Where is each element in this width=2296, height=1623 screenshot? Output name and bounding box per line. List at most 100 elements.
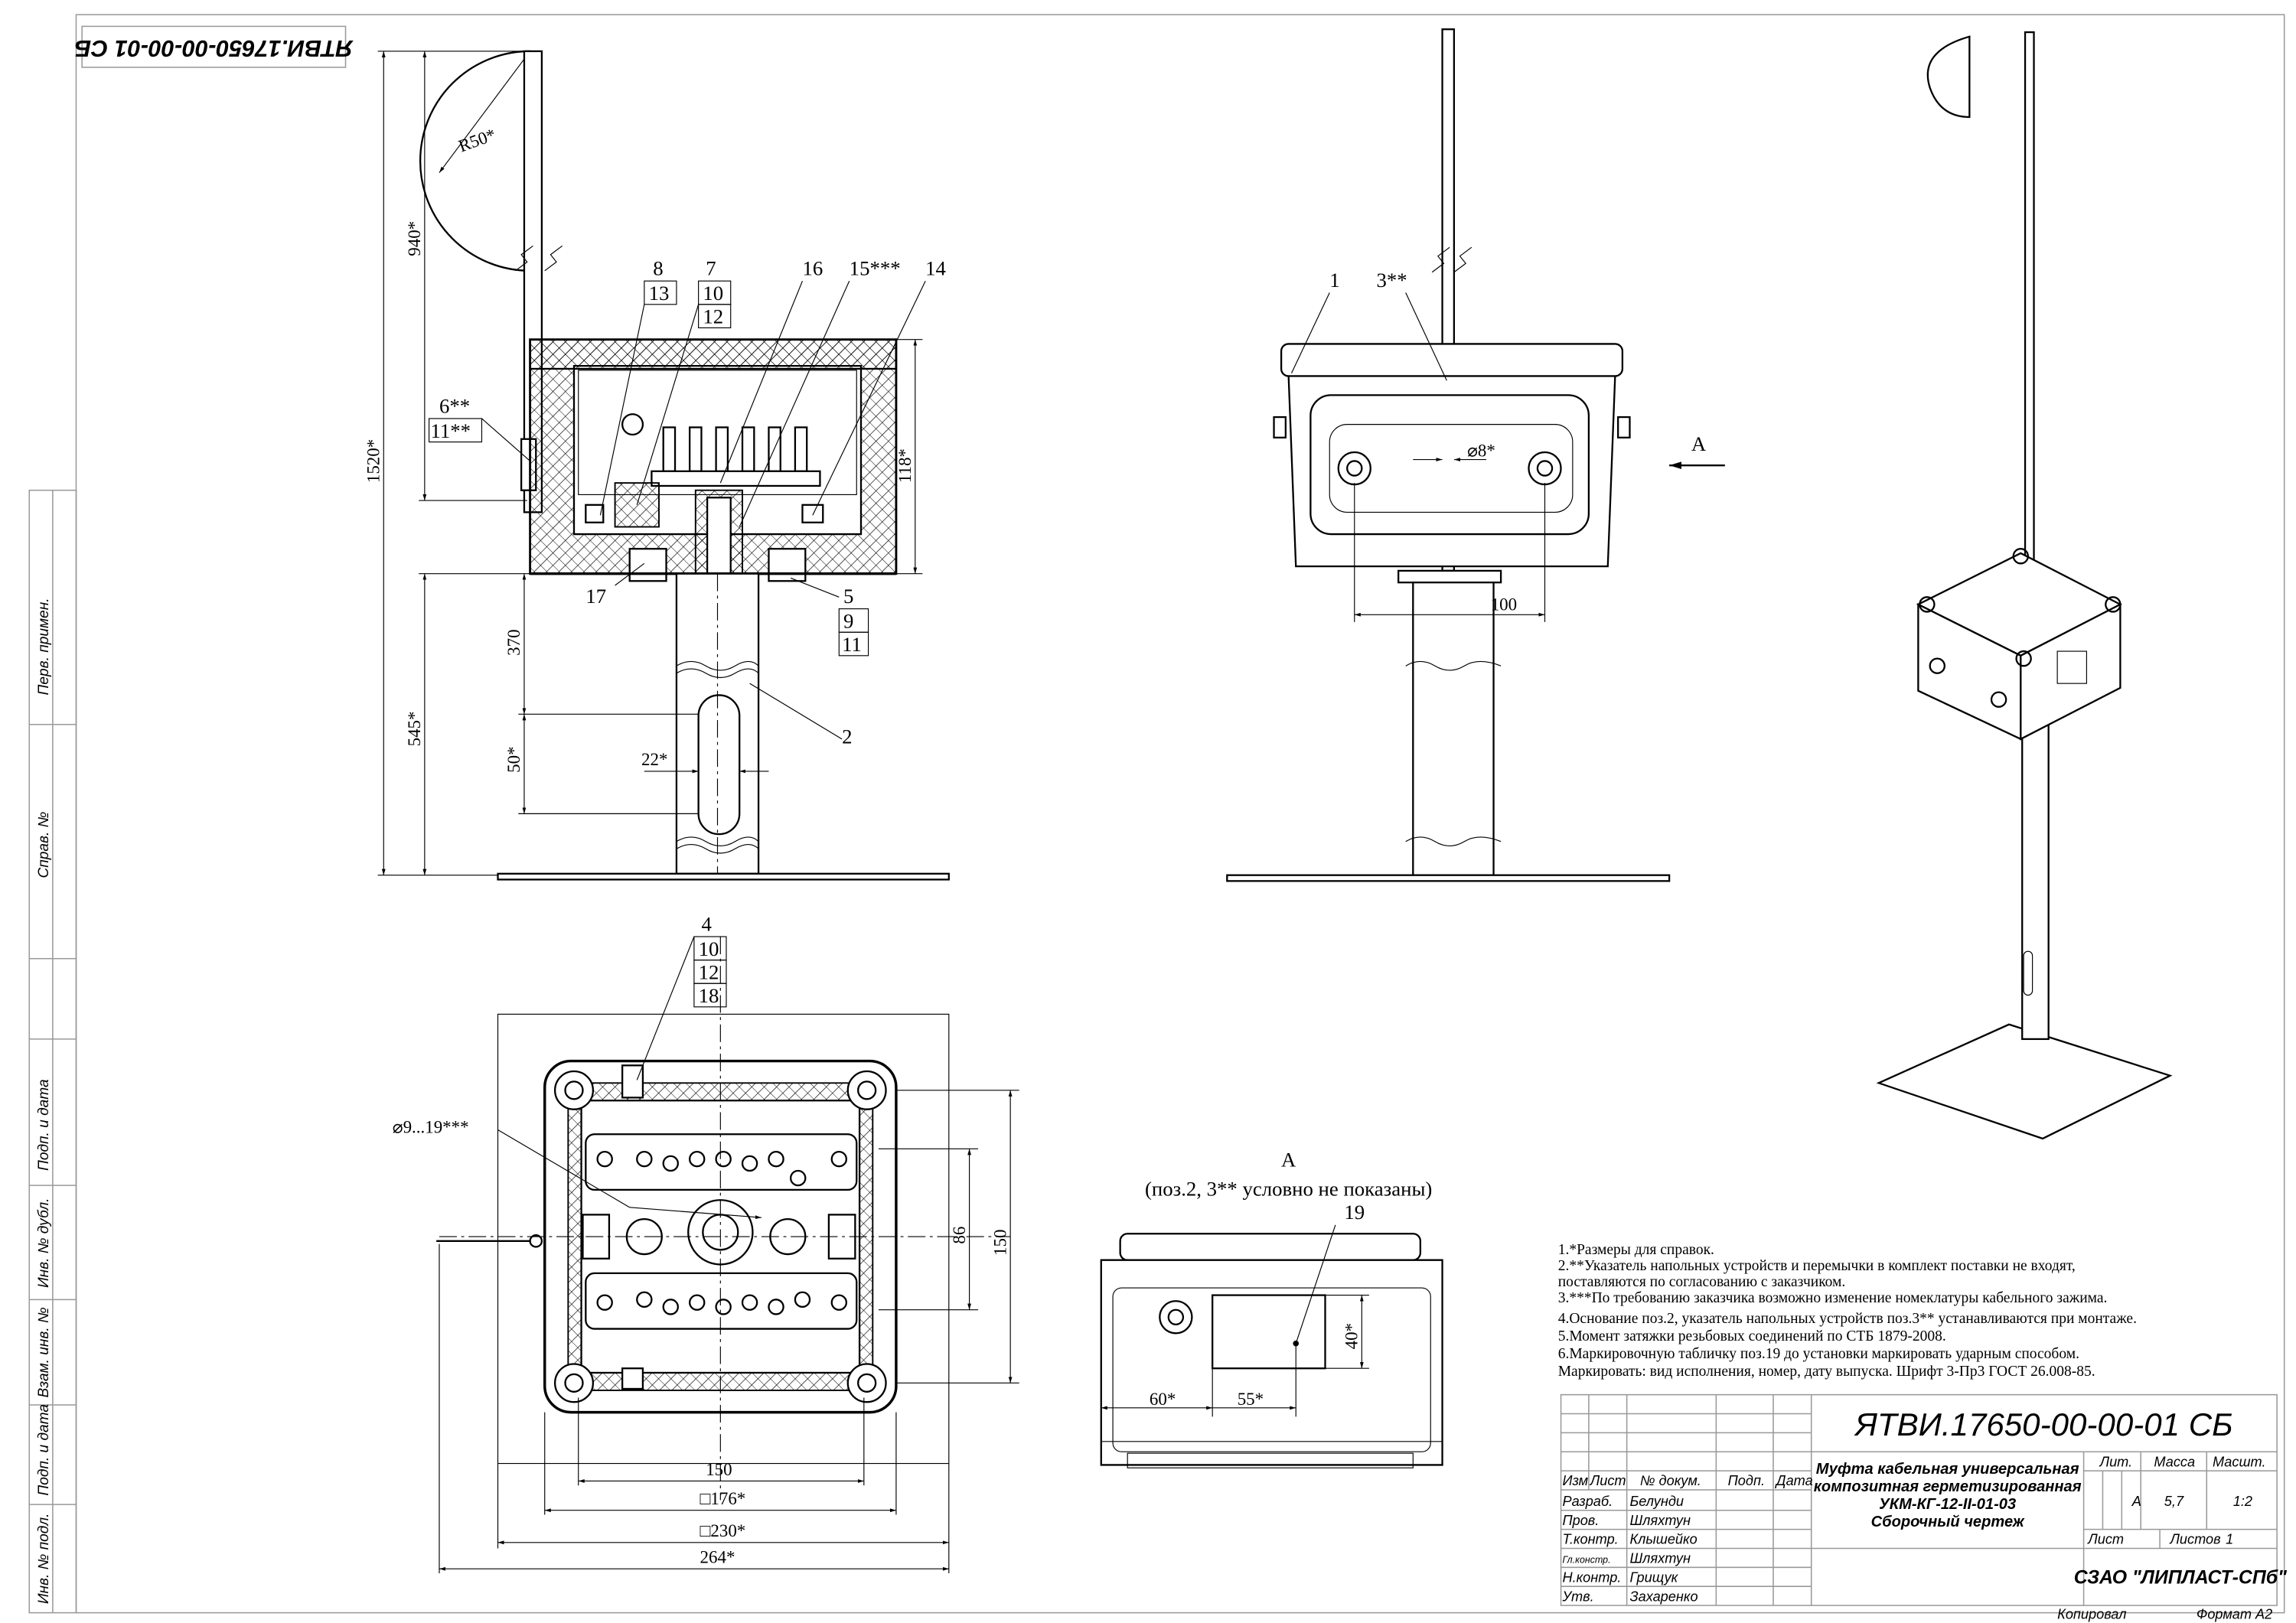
top-stamp: ЯТВИ.17650-00-00-01 СБ xyxy=(75,25,354,68)
header-date: Дата xyxy=(1775,1473,1813,1488)
drawing-designation: ЯТВИ.17650-00-00-01 СБ xyxy=(1854,1406,2232,1442)
note-line: Маркировать: вид исполнения, номер, дату… xyxy=(1558,1364,2095,1380)
dim-50: 50* xyxy=(504,746,523,772)
callout-4: 4 xyxy=(701,912,711,935)
scale-value: 1:2 xyxy=(2233,1494,2252,1509)
header-sheet: Лист xyxy=(2087,1532,2124,1547)
role-name: Шляхтун xyxy=(1629,1513,1691,1528)
view-a: A (поз.2, 3** условно не показаны) 19 60… xyxy=(1100,1148,1443,1468)
drawing-frame xyxy=(28,14,2285,1614)
role-label: Н.контр. xyxy=(1562,1569,1621,1585)
callout-6: 6** xyxy=(439,394,470,417)
margin-labels: Перв. примен. Справ. № Подп. и дата Инв.… xyxy=(36,598,52,1604)
dim-545: 545* xyxy=(405,712,424,747)
callout-12: 12 xyxy=(703,305,723,328)
product-name-line: Муфта кабельная универсальная xyxy=(1816,1461,2079,1478)
terminal-pins xyxy=(662,426,808,472)
callout-18: 18 xyxy=(699,984,719,1007)
margin-label: Перв. примен. xyxy=(36,598,52,695)
role-label: Разраб. xyxy=(1562,1494,1613,1509)
dim-gland-range: ⌀9...19*** xyxy=(393,1117,469,1136)
callout-19: 19 xyxy=(1344,1201,1365,1224)
header-lit: Лит. xyxy=(2099,1454,2133,1469)
dim-r50: R50* xyxy=(456,125,498,155)
format-label: Формат А2 xyxy=(2197,1606,2272,1621)
header-list: Лист xyxy=(1590,1473,1626,1488)
callout-12-top: 12 xyxy=(699,960,719,983)
dim-22: 22* xyxy=(641,750,667,769)
role-name: Клышейко xyxy=(1629,1532,1697,1547)
callout-11: 11 xyxy=(842,633,862,656)
dim-150-vertical: 150 xyxy=(990,1230,1009,1256)
margin-label: Взам. инв. № xyxy=(36,1307,52,1397)
dim-230: □230* xyxy=(700,1521,746,1540)
view-a-subtitle: (поз.2, 3** условно не показаны) xyxy=(1145,1178,1432,1201)
header-sheets: Листов xyxy=(2169,1532,2220,1547)
callout-16: 16 xyxy=(802,257,823,280)
margin-label: Подп. и дата xyxy=(36,1079,52,1171)
callout-15: 15*** xyxy=(850,257,901,280)
header-doc: № докум. xyxy=(1640,1473,1701,1488)
top-stamp-designation: ЯТВИ.17650-00-00-01 СБ xyxy=(75,35,354,61)
sheets-value: 1 xyxy=(2226,1532,2233,1547)
dim-60: 60* xyxy=(1150,1390,1176,1409)
callout-7: 7 xyxy=(706,257,716,280)
callout-13: 13 xyxy=(649,282,670,305)
callout-5: 5 xyxy=(843,585,853,608)
note-line: поставляются по согласованию с заказчико… xyxy=(1558,1274,1846,1290)
role-label: Т.контр. xyxy=(1562,1532,1618,1547)
role-name: Грищук xyxy=(1629,1569,1678,1585)
header-scale: Масшт. xyxy=(2213,1454,2266,1469)
dim-370: 370 xyxy=(504,629,523,655)
isometric-view xyxy=(1876,31,2173,1140)
margin-label: Справ. № xyxy=(36,812,52,878)
role-name: Шляхтун xyxy=(1629,1551,1691,1566)
dim-118: 118* xyxy=(895,448,915,483)
callout-8: 8 xyxy=(653,257,663,280)
role-label: Утв. xyxy=(1561,1589,1593,1604)
callout-10: 10 xyxy=(703,282,723,305)
product-name-line: Сборочный чертеж xyxy=(1871,1514,2025,1530)
technical-notes: 1.*Размеры для справок. 2.**Указатель на… xyxy=(1558,1242,2137,1380)
dim-55: 55* xyxy=(1238,1390,1264,1409)
dim-150-horizontal: 150 xyxy=(706,1460,732,1479)
copied-label: Копировал xyxy=(2057,1606,2126,1621)
note-line: 4.Основание поз.2, указатель напольных у… xyxy=(1558,1311,2137,1327)
header-izm: Изм xyxy=(1562,1473,1588,1488)
role-label: Пров. xyxy=(1562,1513,1599,1528)
header-sign: Подп. xyxy=(1728,1473,1765,1488)
view-a-arrow-label: A xyxy=(1691,432,1707,455)
callout-2: 2 xyxy=(842,725,852,748)
margin-label: Инв. № подл. xyxy=(36,1514,52,1605)
terminals-top xyxy=(596,1151,848,1187)
header-mass: Масса xyxy=(2154,1454,2195,1469)
front-section-view: R50* 940* 1520* 545* 370 50* xyxy=(364,50,950,881)
company-name: СЗАО "ЛИПЛАСТ-СПб" xyxy=(2074,1566,2288,1588)
dim-176: □176* xyxy=(700,1489,746,1508)
title-block: ЯТВИ.17650-00-00-01 СБ Муфта кабельная у… xyxy=(1560,1393,2288,1621)
callout-11-boxed: 11** xyxy=(431,419,471,442)
dim-940: 940* xyxy=(405,221,424,256)
lit-value: А xyxy=(2131,1494,2141,1509)
dim-1520: 1520* xyxy=(364,439,383,483)
margin-label: Инв. № дубл. xyxy=(36,1198,52,1289)
note-line: 5.Момент затяжки резьбовых соединений по… xyxy=(1558,1328,1946,1344)
side-view: 100 ⌀8* A 1 3** xyxy=(1226,28,1725,882)
note-line: 3.***По требованию заказчика возможно из… xyxy=(1558,1290,2108,1306)
note-line: 1.*Размеры для справок. xyxy=(1558,1242,1714,1258)
role-label: Гл.констр. xyxy=(1562,1555,1610,1566)
callout-17: 17 xyxy=(585,585,606,608)
dim-40: 40* xyxy=(1342,1323,1362,1349)
product-name-line: композитная герметизированная xyxy=(1814,1478,2082,1495)
top-view: ⌀9...19*** 86 150 150 □176* □230* 264* 4… xyxy=(393,912,1019,1573)
dim-264: 264* xyxy=(700,1548,735,1567)
callout-14: 14 xyxy=(925,257,946,280)
terminals-bottom xyxy=(596,1291,848,1315)
role-name: Захаренко xyxy=(1629,1589,1698,1604)
callout-9: 9 xyxy=(843,609,853,632)
role-name: Белунди xyxy=(1629,1494,1684,1509)
callout-3: 3** xyxy=(1376,269,1407,292)
margin-label: Подп. и дата xyxy=(36,1404,52,1496)
dim-100: 100 xyxy=(1491,595,1517,614)
